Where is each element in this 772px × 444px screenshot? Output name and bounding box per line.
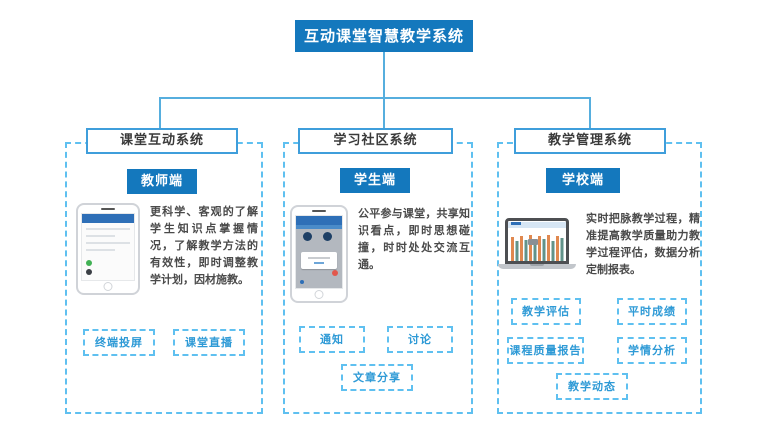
ui-line: [86, 228, 130, 230]
button-regular-grades[interactable]: 平时成绩: [617, 298, 687, 325]
teaching-management-description: 实时把脉教学过程，精准提高教学质量助力教学过程评估，数据分析定制报表。: [586, 212, 700, 276]
phone-home-button: [103, 282, 113, 291]
button-terminal-screencast[interactable]: 终端投屏: [83, 329, 155, 356]
role-badge-teacher: 教师端: [127, 169, 197, 194]
classroom-interaction-body: 更科学、客观的了解学生知识点掌握情况，了解教学方法的有效性，即时调整教学计划，因…: [76, 203, 258, 295]
status-dot-green: [86, 260, 92, 266]
bar-chart-graphic: [510, 229, 564, 261]
column-header-teaching-management: 教学管理系统: [514, 128, 666, 154]
phone-speaker: [101, 208, 115, 210]
learning-community-description: 公平参与课堂，共享知识看点，即时思想碰撞，时时处处交流互通。: [358, 207, 470, 271]
status-dot-blue: [300, 280, 304, 284]
avatar: [303, 232, 312, 241]
button-teaching-updates[interactable]: 教学动态: [556, 373, 628, 400]
button-notification[interactable]: 通知: [299, 326, 365, 353]
app-header-bar: [82, 214, 134, 223]
button-discussion[interactable]: 讨论: [387, 326, 453, 353]
diagram-title: 互动课堂智慧教学系统: [295, 20, 473, 52]
ui-line: [86, 235, 115, 237]
teacher-phone-app-icon: [76, 203, 140, 295]
connector-horizontal: [159, 97, 591, 99]
phone-home-button: [314, 290, 324, 299]
chat-card: [301, 252, 337, 269]
laptop-screen: [505, 218, 569, 264]
laptop-toolbar-chip: [511, 222, 521, 225]
student-phone-app-icon: [290, 205, 348, 303]
app-header-bar: [296, 216, 342, 225]
learning-community-body: 公平参与课堂，共享知识看点，即时思想碰撞，时时处处交流互通。: [290, 205, 470, 303]
analytics-laptop-icon: [498, 210, 576, 278]
connector-right-stub: [589, 97, 591, 130]
column-header-classroom-interaction: 课堂互动系统: [86, 128, 238, 154]
status-dot-dark: [86, 269, 92, 275]
ui-line: [86, 249, 115, 251]
button-classroom-livestream[interactable]: 课堂直播: [173, 329, 245, 356]
role-badge-school: 学校端: [546, 168, 620, 193]
role-badge-student: 学生端: [340, 168, 410, 193]
ui-line: [86, 242, 130, 244]
phone-screen: [81, 213, 135, 281]
notification-dot-red: [332, 270, 338, 276]
laptop-toolbar: [508, 222, 566, 228]
button-course-quality-report[interactable]: 课程质量报告: [507, 337, 584, 364]
classroom-interaction-description: 更科学、客观的了解学生知识点掌握情况，了解教学方法的有效性，即时调整教学计划，因…: [150, 205, 258, 286]
laptop-base: [498, 264, 576, 269]
button-learning-analysis[interactable]: 学情分析: [617, 337, 687, 364]
connector-left-stub: [159, 97, 161, 130]
connector-center-vertical: [383, 52, 385, 130]
phone-screen: [295, 215, 343, 289]
button-article-share[interactable]: 文章分享: [341, 364, 413, 391]
avatar: [323, 232, 332, 241]
phone-speaker: [312, 210, 326, 212]
teaching-management-body: 实时把脉教学过程，精准提高教学质量助力教学过程评估，数据分析定制报表。: [498, 210, 700, 278]
button-teaching-evaluation[interactable]: 教学评估: [511, 298, 581, 325]
app-subheader-bar: [296, 225, 342, 229]
column-header-learning-community: 学习社区系统: [298, 128, 453, 154]
